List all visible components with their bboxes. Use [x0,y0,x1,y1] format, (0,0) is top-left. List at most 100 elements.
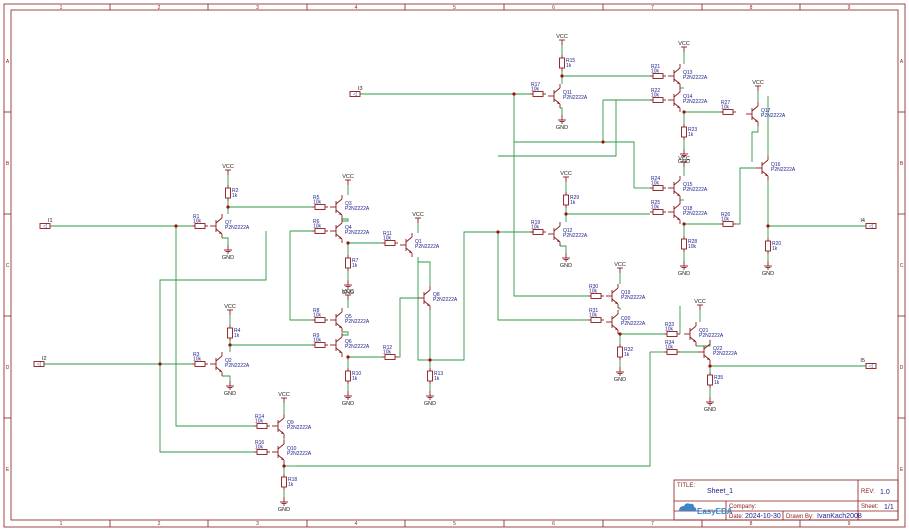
resistor-ref: R23 [688,127,697,133]
transistor-ref: Q11 [563,90,572,96]
gnd-label: GND [704,407,716,413]
transistor-ref: Q5 [345,314,352,320]
gnd-symbol: GND [560,253,572,269]
wire [222,375,231,381]
junction [560,74,564,78]
transistor-ref: Q2 [225,358,232,364]
resistor-value: 10k [651,69,660,75]
transistor-ref: Q9 [287,420,294,426]
transistor-ref: Q21 [699,328,709,334]
wire [751,126,759,162]
transistor-part: P2N2222A [345,319,370,325]
resistor-value: 10k [313,200,322,206]
vcc-symbol: VCC [694,299,706,310]
resistor-value: 10k [255,445,264,451]
port-i3[interactable]: ◁I3 [349,86,363,98]
junction [512,92,516,96]
wire [514,100,604,143]
transistor-part: P2N2222A [345,206,370,212]
port-i5[interactable]: ◁I5 [860,358,877,370]
sheet-number: 1/1 [884,504,894,511]
resistor-ref: R26 [721,212,730,218]
transistor-ref: Q18 [683,206,693,212]
vcc-symbol: VCC [752,80,764,91]
wires [44,45,866,497]
junction [228,343,232,347]
port-i4[interactable]: ◁I4 [860,218,877,230]
column-tick: 1 [60,5,63,11]
vcc-label: VCC [614,262,626,268]
svg-text:◁: ◁ [869,224,873,230]
wire [342,331,349,336]
gnd-label: GND [560,263,572,269]
vcc-label: VCC [224,304,236,310]
resistor-ref: R7 [352,258,359,264]
vcc-label: VCC [752,80,764,86]
port-i1[interactable]: ◁I1 [39,218,53,230]
port-i2[interactable]: ◁I2 [33,356,47,368]
wire [175,226,254,427]
vcc-label: VCC [222,164,234,170]
wire [618,307,621,310]
transistor-part: P2N2222A [563,95,588,101]
sheet-title: Sheet_1 [707,488,733,495]
